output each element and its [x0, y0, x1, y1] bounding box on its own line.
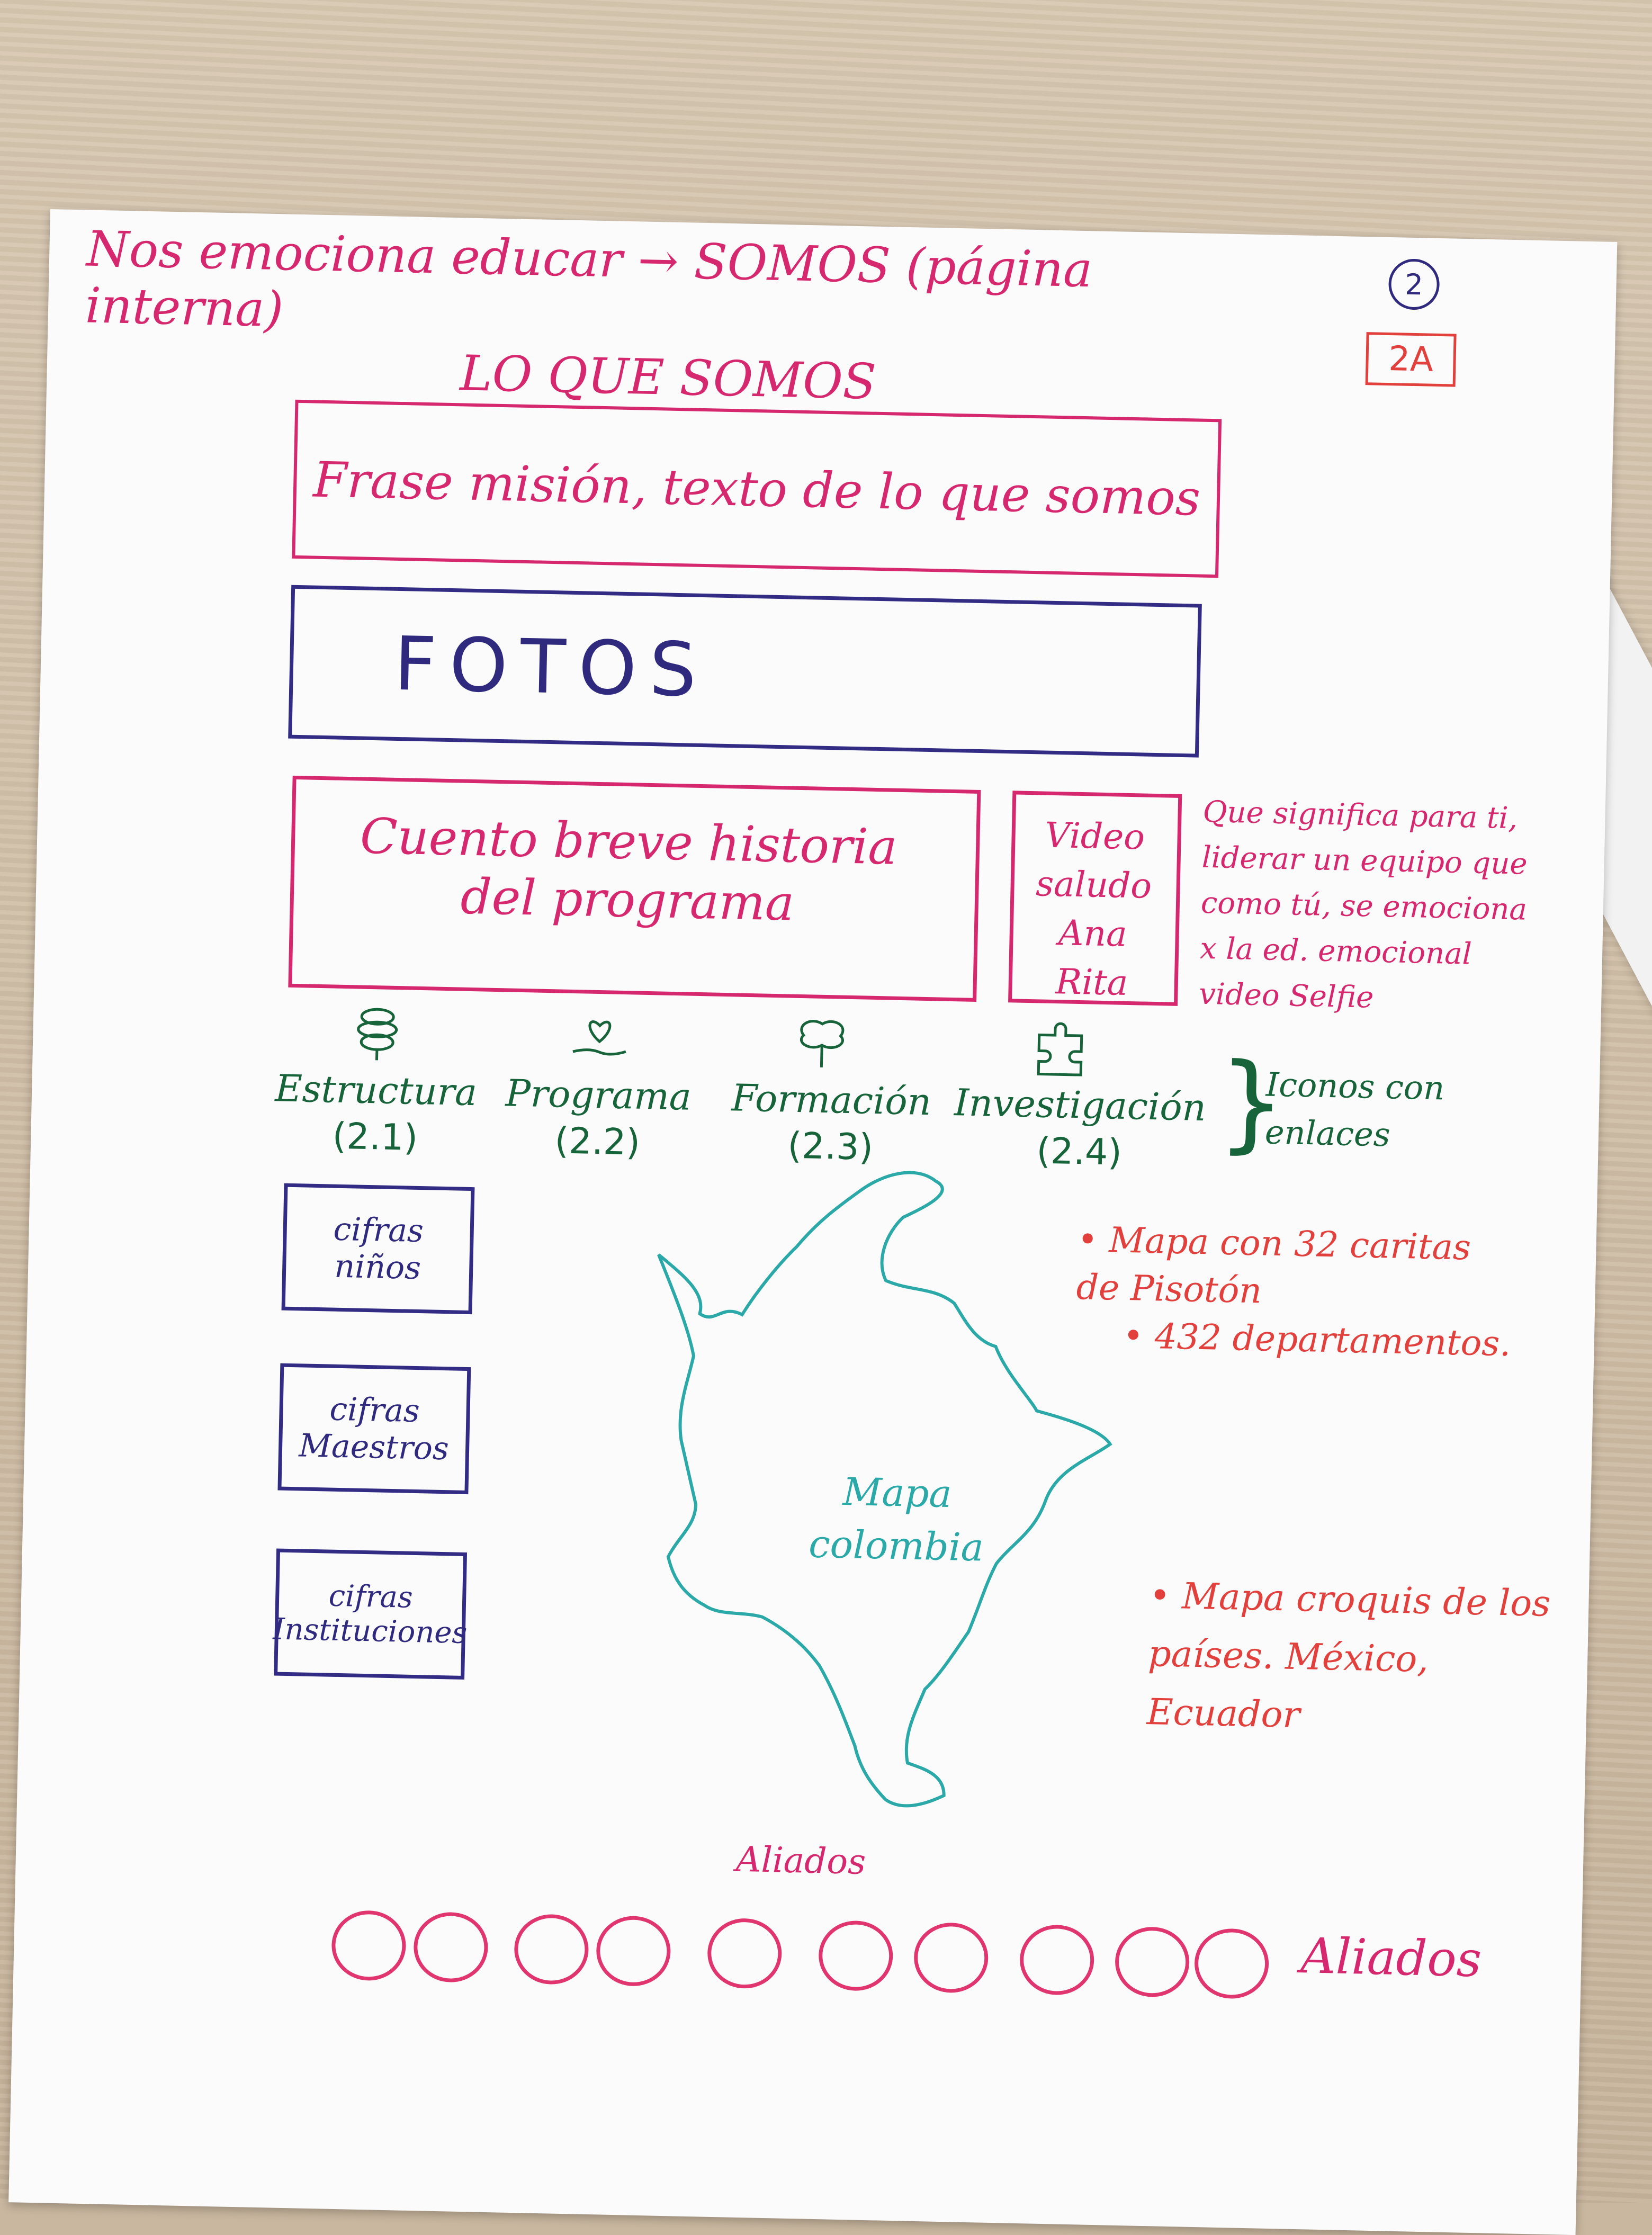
page-code: 2A [1388, 339, 1434, 380]
nav-note: Iconos con enlaces [1264, 1065, 1445, 1154]
allies-title: Aliados [735, 1838, 866, 1882]
figures-text-instituciones: cifras Instituciones [272, 1578, 468, 1651]
colombia-map-outline [657, 1171, 1112, 1808]
nav-label-formacion[interactable]: Formación [731, 1076, 932, 1124]
ally-logo[interactable] [331, 1909, 407, 1981]
story-text: Cuento breve historia del programa [359, 807, 898, 932]
brain-icon[interactable] [345, 1004, 409, 1064]
mission-text: Frase misión, texto de lo que somos [312, 451, 1201, 527]
page-number-badge: 2 [1388, 258, 1440, 310]
photos-label: FOTOS [393, 621, 711, 714]
ally-logo[interactable] [706, 1917, 783, 1989]
ally-logo[interactable] [818, 1920, 894, 1992]
map-note-departments: • 432 departamentos. [1123, 1315, 1511, 1365]
video-text: Video saludo Ana Rita [1035, 814, 1152, 1003]
countries-note: • Mapa croquis de los países. México, Ec… [1146, 1575, 1551, 1737]
heart-plant-icon[interactable] [567, 1009, 632, 1069]
allies-side-label: Aliados [1300, 1927, 1483, 1988]
map-label: Mapa colombia [808, 1469, 984, 1570]
story-box: Cuento breve historia del programa [288, 775, 981, 1002]
mission-box: Frase misión, texto de lo que somos [292, 399, 1222, 578]
nav-label-estructura[interactable]: Estructura [274, 1066, 478, 1115]
ally-logo[interactable] [913, 1922, 989, 1994]
sketch-paper: Nos emociona educar → SOMOS (página inte… [8, 209, 1618, 2235]
photos-box: FOTOS [288, 585, 1202, 758]
map-note-faces: • Mapa con 32 caritas de Pisotón [1075, 1219, 1471, 1312]
page-number: 2 [1404, 267, 1424, 301]
figures-box-ninos: cifras niños [281, 1183, 475, 1315]
figures-text-ninos: cifras niños [333, 1210, 424, 1287]
video-note: Que significa para ti, liderar un equipo… [1198, 794, 1528, 1015]
page-title: Nos emociona educar → SOMOS (página inte… [85, 220, 1093, 338]
figures-box-instituciones: cifras Instituciones [272, 1548, 468, 1680]
ally-logo[interactable] [1019, 1924, 1095, 1996]
ally-logo[interactable] [514, 1914, 589, 1985]
ally-logo[interactable] [595, 1915, 671, 1987]
tree-icon[interactable] [789, 1014, 854, 1073]
page-code-badge: 2A [1365, 332, 1457, 387]
nav-label-programa[interactable]: Programa [505, 1071, 692, 1119]
figures-box-maestros: cifras Maestros [277, 1363, 471, 1495]
figures-text-maestros: cifras Maestros [298, 1390, 450, 1468]
ally-logo[interactable] [413, 1911, 489, 1983]
video-box: Video saludo Ana Rita [1008, 791, 1182, 1006]
ally-logo[interactable] [1193, 1927, 1270, 1999]
section-heading: LO QUE SOMOS [459, 345, 877, 410]
nav-label-investigacion[interactable]: Investigación [954, 1081, 1207, 1130]
ally-logo[interactable] [1114, 1926, 1190, 1998]
nav-code-estructura: (2.1) [332, 1115, 418, 1159]
puzzle-icon[interactable] [1028, 1019, 1092, 1078]
